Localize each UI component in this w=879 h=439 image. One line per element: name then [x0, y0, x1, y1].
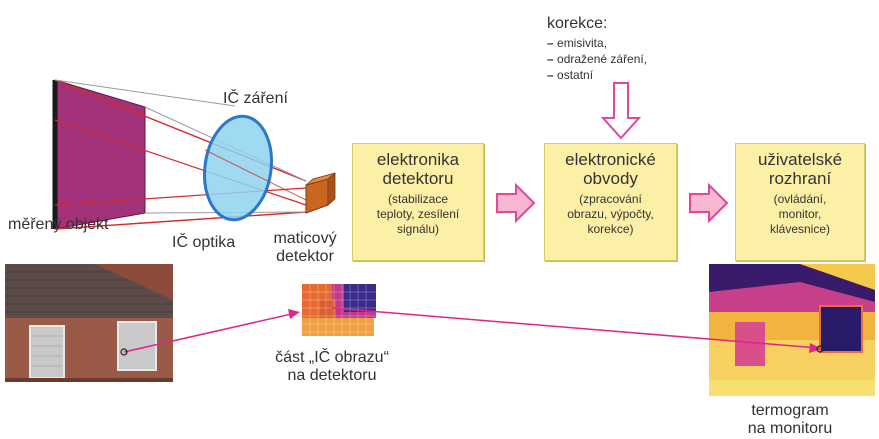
box-user-interface-title-1: uživatelské [757, 150, 843, 169]
pointer-line-detector-to-thermogram [331, 307, 819, 349]
label-thermogram-line1: termogram [751, 402, 829, 419]
label-matrix-detector-line1: maticový [273, 230, 337, 247]
correction-item: emisivita, [547, 35, 647, 51]
matrix-detector-side [327, 172, 336, 206]
correction-item: ostatní [547, 67, 647, 83]
label-measured-object: měřený objekt [8, 216, 109, 233]
correction-item: odražené záření, [547, 51, 647, 67]
box-electronic-circuits-sub-1: (zpracování [579, 192, 642, 206]
pointer-arrowhead-1 [288, 309, 300, 319]
pointer-line-photo-to-detector [123, 312, 297, 353]
corrections-list: emisivita, odražené záření, ostatní [547, 35, 647, 83]
box-detector-electronics-sub-1: (stabilizace [387, 192, 449, 206]
house-photo [5, 264, 173, 382]
box-detector-electronics: elektronika detektoru (stabilizace teplo… [352, 143, 484, 261]
label-ir-image-part-line1: část „IČ obrazu“ [275, 349, 389, 366]
ir-beam-through-lens-1 [204, 149, 307, 201]
correction-arrow [600, 82, 642, 140]
box-electronic-circuits-title-1: elektronické [565, 150, 656, 169]
label-ir-image-part-line2: na detektoru [287, 367, 377, 384]
box-detector-electronics-title-1: elektronika [376, 150, 460, 169]
label-thermogram-line2: na monitoru [747, 420, 833, 437]
box-detector-electronics-title-2: detektoru [382, 169, 454, 188]
box-detector-electronics-sub-2: teploty, zesílení [376, 207, 460, 221]
pointer-origin-dot [120, 348, 128, 356]
box-detector-electronics-sub-3: signálu) [396, 222, 440, 236]
box-electronic-circuits: elektronické obvody (zpracování obrazu, … [544, 143, 677, 261]
ir-optics-lens [203, 114, 273, 222]
measured-object [54, 79, 146, 230]
label-ir-radiation: IČ záření [223, 90, 288, 107]
box-user-interface-sub-3: klávesnice) [769, 222, 831, 236]
label-matrix-detector: maticový detektor [265, 230, 345, 266]
ir-beam-bottom [54, 211, 307, 230]
flow-arrow-1 [496, 182, 536, 224]
box-user-interface: uživatelské rozhraní (ovládání, monitor,… [735, 143, 865, 261]
thermogram-image [709, 264, 875, 396]
box-electronic-circuits-title-2: obvody [583, 169, 638, 188]
box-user-interface-sub-1: (ovládání, [773, 192, 827, 206]
pointer-arrowhead-2 [809, 343, 822, 353]
label-ir-optics: IČ optika [172, 234, 236, 251]
box-electronic-circuits-sub-2: obrazu, výpočty, [567, 207, 654, 221]
corrections-block: korekce: emisivita, odražené záření, ost… [547, 15, 647, 83]
pointer-target-dot [816, 345, 824, 353]
label-matrix-detector-line2: detektor [276, 248, 334, 265]
corrections-heading: korekce: [547, 15, 608, 32]
label-thermogram: termogram na monitoru [730, 402, 850, 438]
box-user-interface-title-2: rozhraní [768, 169, 832, 188]
box-electronic-circuits-sub-3: korekce) [587, 222, 634, 236]
flow-arrow-2 [689, 182, 729, 224]
ir-cone-top-gray [54, 79, 236, 107]
box-user-interface-sub-2: monitor, [778, 207, 822, 221]
label-ir-image-part: část „IČ obrazu“ na detektoru [262, 349, 402, 385]
